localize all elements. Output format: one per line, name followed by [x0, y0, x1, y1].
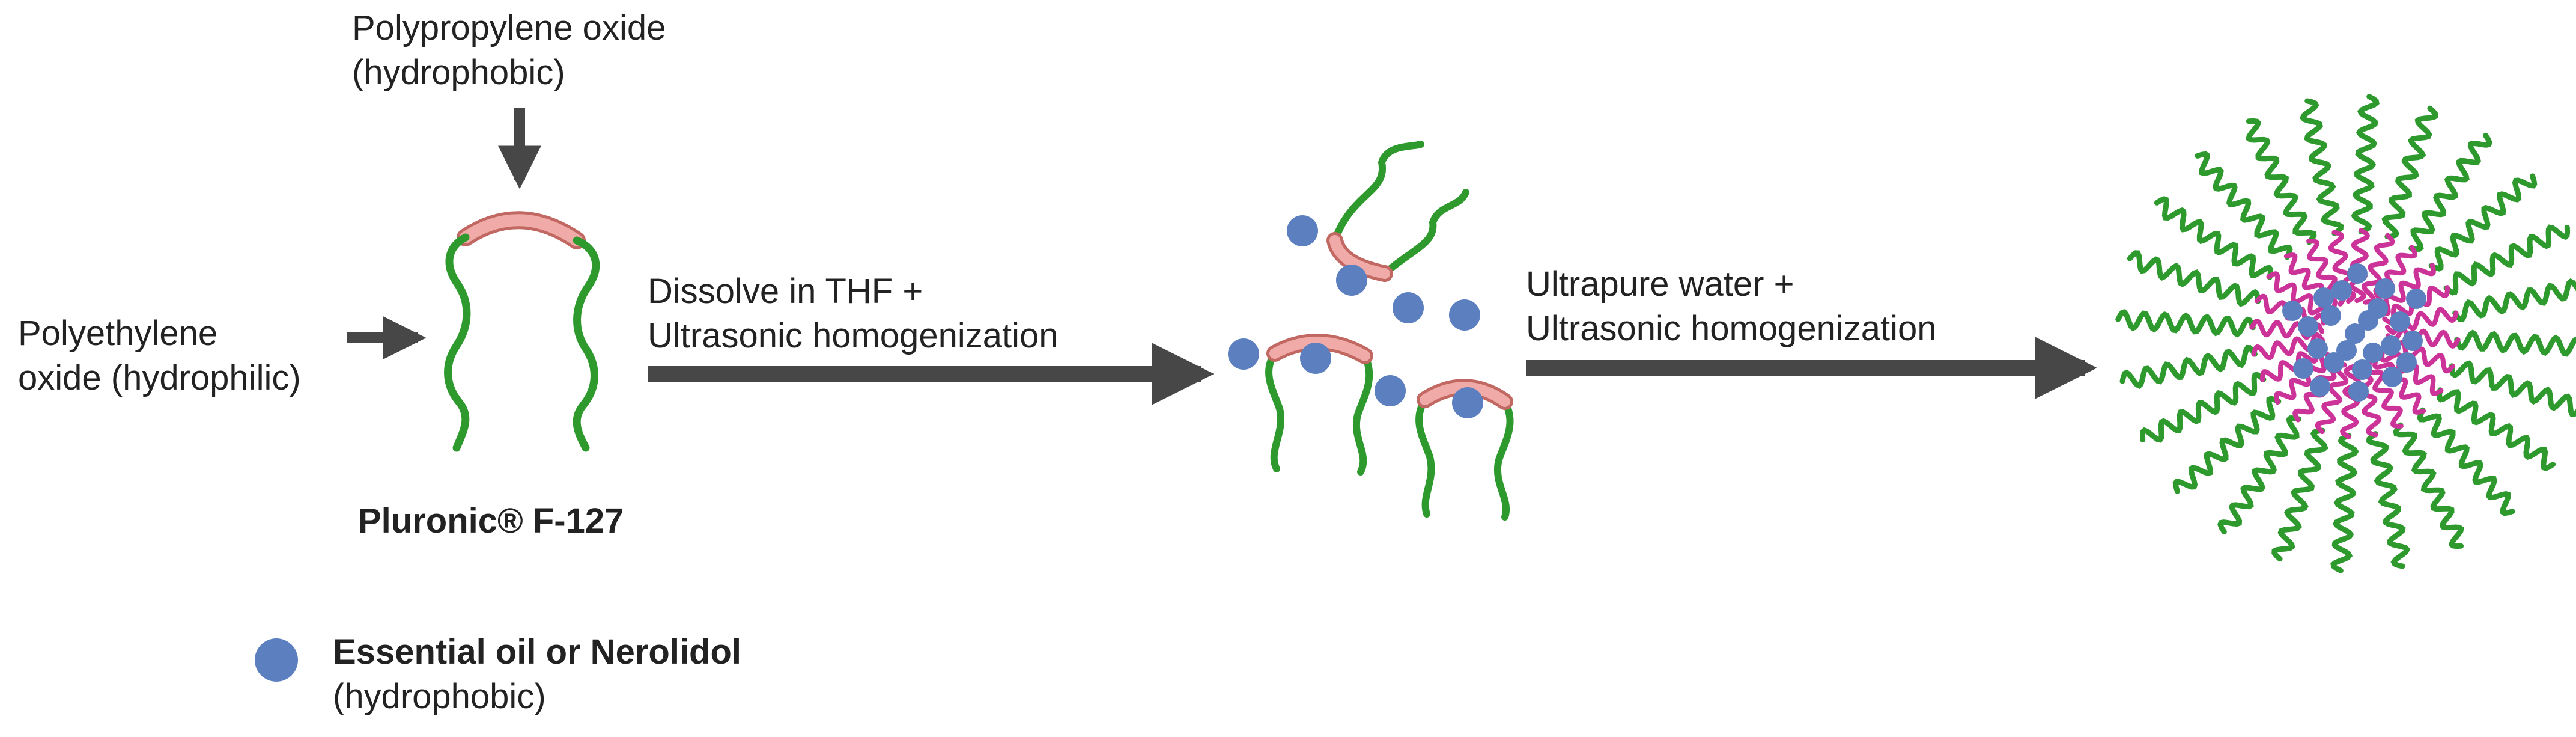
micelle-oil-droplet — [2307, 338, 2328, 359]
micelle-shell-chain — [2154, 196, 2273, 280]
micelle-shell-chain — [2217, 415, 2301, 535]
step2-label: Ultrapure water + Ultrasonic homogenizat… — [1526, 265, 1937, 348]
micelle-oil-droplet — [2352, 359, 2372, 380]
micelle-oil-droplet — [2375, 278, 2395, 299]
micelle-core-chain — [2385, 327, 2461, 349]
micelle-oil-droplet — [2348, 381, 2369, 402]
micelle-oil-droplet — [2345, 323, 2365, 344]
micelle-oil-droplet — [2381, 335, 2401, 356]
micelle-shell-chain — [2443, 224, 2571, 296]
micelle-shell-chain — [2330, 433, 2359, 573]
micelle-shell-chain — [2172, 396, 2282, 494]
oil-droplet-icon — [1449, 299, 1480, 331]
oil-droplet-icon — [255, 638, 298, 682]
micelle-oil-droplet — [2336, 340, 2357, 361]
oil-droplet-icon — [1336, 265, 1367, 296]
micelle-core-chain — [2363, 361, 2404, 429]
step1-label: Dissolve in THF + Ultrasonic homogenizat… — [648, 272, 1059, 355]
micelle-core-chain — [2315, 362, 2349, 435]
micelle-shell-chain — [2299, 98, 2344, 236]
micelle-shell-chain — [2437, 387, 2556, 471]
micelle-oil-droplet — [2363, 343, 2383, 363]
micelle-oil-droplet — [2321, 305, 2341, 326]
micelle-shell-chain — [2454, 329, 2576, 357]
micelle-oil-droplet — [2382, 367, 2402, 387]
micelle-shell-chain — [2408, 132, 2492, 252]
oil-droplet-icon — [1228, 338, 1259, 370]
micelle-shell-chain — [2351, 94, 2380, 234]
dispersed-unimers — [1265, 141, 1514, 521]
oil-droplet-icon — [1300, 343, 1331, 374]
peo-label: Polyethylene oxide (hydrophilic) — [18, 314, 301, 397]
ppo-block — [460, 214, 583, 246]
micelle-oil-droplet — [2282, 301, 2303, 321]
micelle-core-chain — [2361, 233, 2395, 305]
peo-chain-right — [573, 236, 600, 452]
micelle-shell-chain — [2381, 105, 2438, 240]
micelle-shell-chain — [2119, 344, 2258, 390]
micelle-shell-chain — [2393, 422, 2464, 549]
micelle-core-chain — [2340, 364, 2362, 439]
micelle-shell-chain — [2417, 407, 2515, 516]
micelle-oil-droplet — [2298, 316, 2318, 337]
micelle — [2115, 94, 2576, 573]
pluronic-unimer — [444, 211, 600, 452]
micelle-oil-droplet — [2358, 310, 2378, 331]
micelle-core-chain — [2274, 351, 2333, 405]
micelle-oil-droplet — [2390, 311, 2410, 332]
polymer-name: Pluronic® F-127 — [358, 501, 624, 540]
micelle-shell-chain — [2366, 431, 2411, 569]
micelle-oil-droplet — [2331, 280, 2352, 301]
peo-chain-left — [444, 233, 471, 452]
oil-droplet-icon — [1375, 375, 1406, 406]
micelle-shell-chain — [2127, 250, 2261, 307]
micelle-shell-chain — [2271, 427, 2328, 562]
micelle-shell-chain — [2428, 173, 2538, 272]
micelle-oil-droplet — [2347, 263, 2368, 284]
oil-droplets — [1228, 215, 1483, 418]
micelle-shell-chain — [2246, 118, 2317, 245]
micelle-shell-chain — [2449, 360, 2576, 417]
micelle-core-chain — [2377, 262, 2436, 316]
ppo-label: Polypropylene oxide (hydrophobic) — [352, 8, 666, 92]
micelle-shell-chain — [2195, 151, 2293, 260]
micelle-oil-droplet — [2396, 352, 2417, 373]
micelle-oil-droplet — [2313, 287, 2334, 308]
micelle-oil-droplet — [2406, 289, 2426, 309]
micelle-oil-droplet — [2310, 376, 2330, 397]
oil-droplet-icon — [1287, 215, 1318, 246]
oil-droplet-icon — [1452, 387, 1483, 418]
micelle-oil-droplet — [2293, 358, 2313, 379]
legend-label: Essential oil or Nerolidol (hydrophobic) — [333, 632, 742, 716]
micelle-oil-droplet — [2402, 331, 2423, 351]
oil-droplet-icon — [1393, 292, 1424, 323]
micelle-shell-chain — [2452, 278, 2576, 323]
micelle-shell-chain — [2139, 372, 2267, 443]
micelle-core-chain — [2372, 356, 2426, 415]
micelle-shell-chain — [2115, 309, 2256, 338]
